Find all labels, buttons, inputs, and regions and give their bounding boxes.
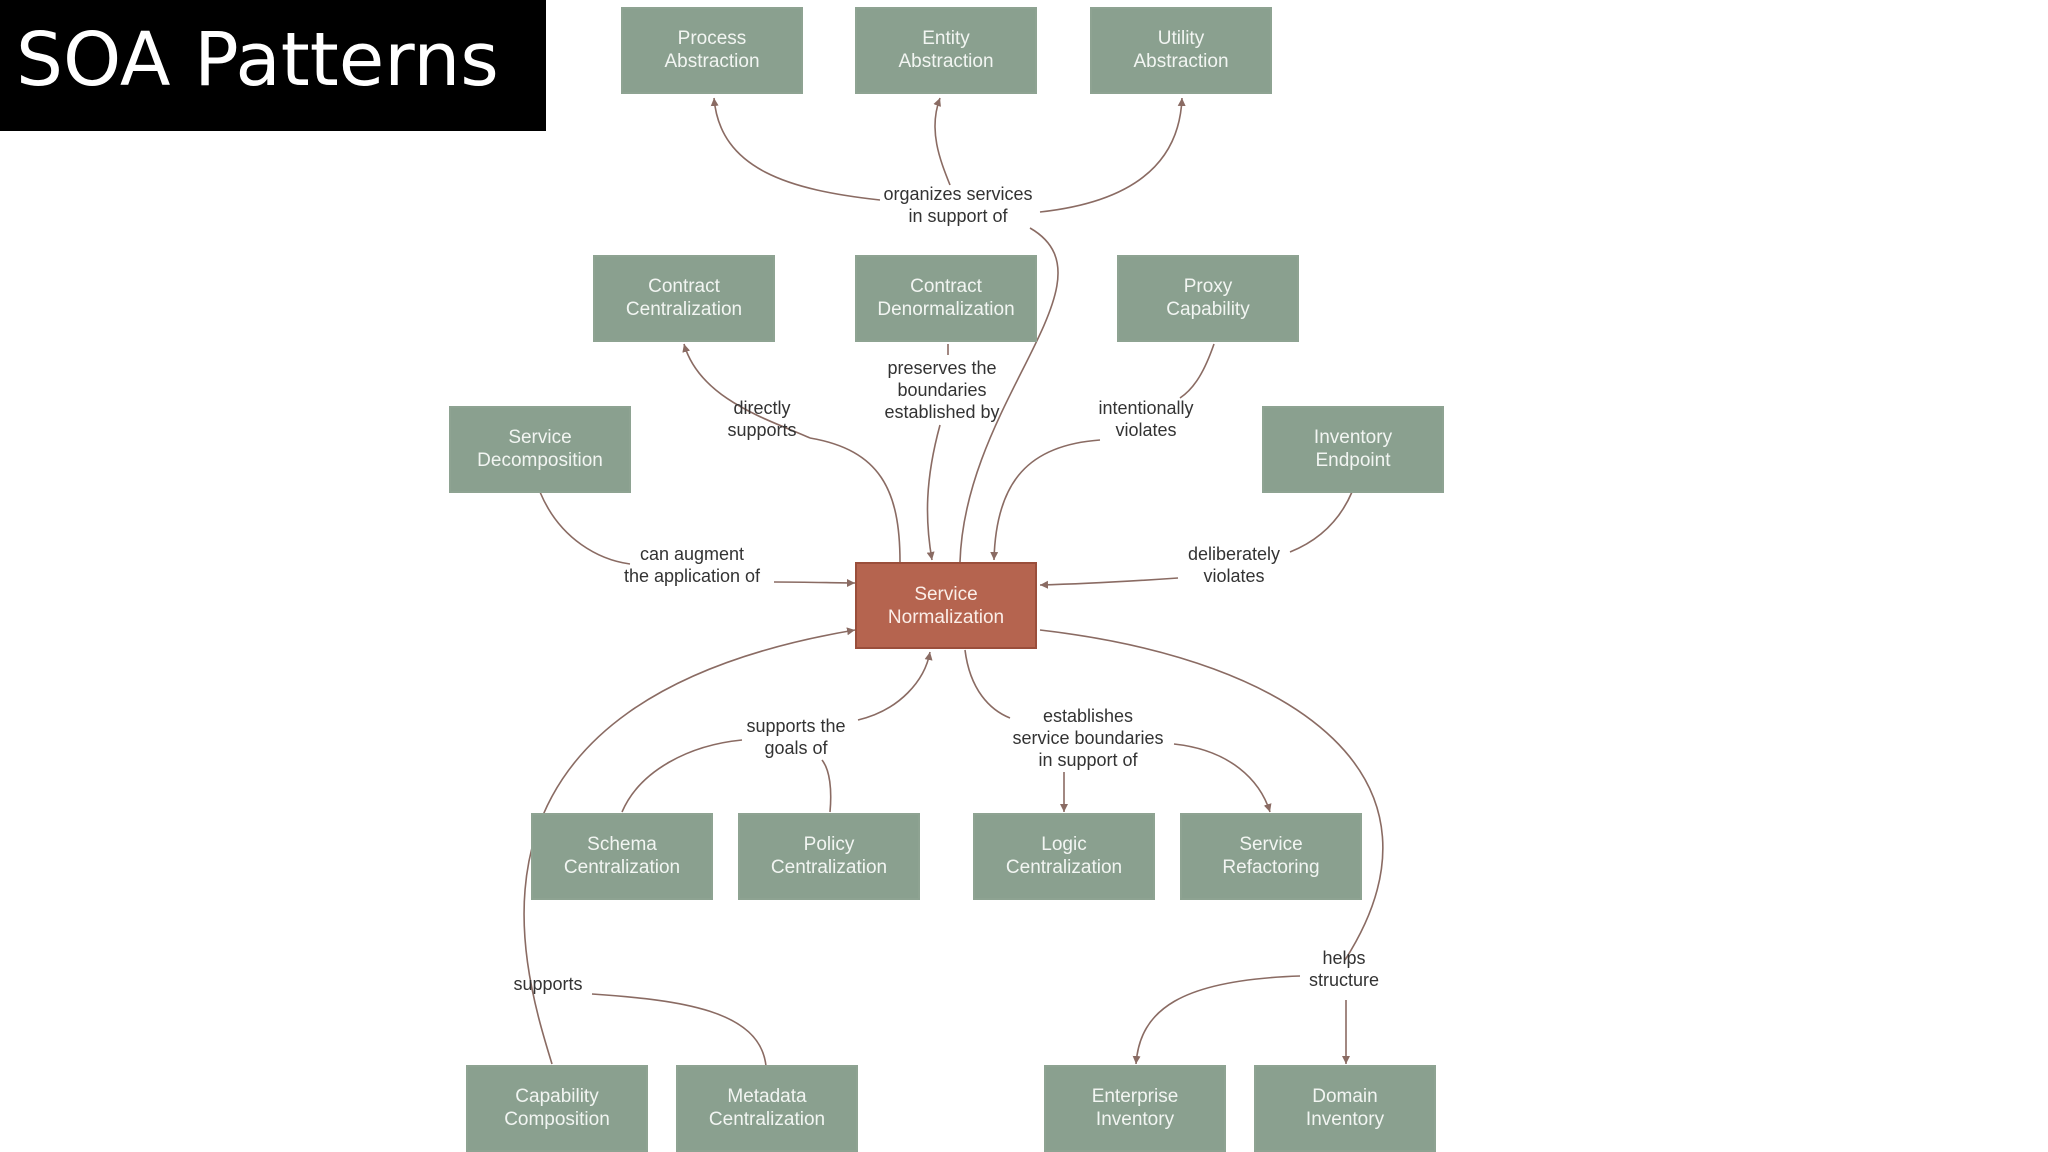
edge-helps-to-enterprise <box>1132 975 1301 1065</box>
edge-violates-to-normalization <box>990 439 1101 561</box>
edge-normalization-to-directly <box>809 437 901 563</box>
edge-organizes-process <box>710 97 881 201</box>
edge-deliberately-to-normalization <box>1039 577 1179 589</box>
edge-normalization-to-helps <box>1039 629 1384 961</box>
edge-endpoint-to-deliberately <box>1289 491 1353 553</box>
edge-preserves-to-normalization <box>926 424 941 561</box>
edge-organizes-entity <box>933 97 951 186</box>
slide-title-bar: SOA Patterns <box>0 0 546 131</box>
label-supports: supports <box>513 974 582 994</box>
edge-proxy-to-violates <box>1179 343 1215 399</box>
edge-directly-supports <box>682 343 811 439</box>
edge-establishes-to-refactoring <box>1173 743 1272 813</box>
edge-policy-to-goals <box>821 759 832 813</box>
slide-title: SOA Patterns <box>16 17 499 103</box>
edge-augment-to-normalization <box>773 578 856 587</box>
edge-goals-to-normalization <box>857 651 933 721</box>
edge-schema-to-goals <box>621 739 743 813</box>
edge-normalization-to-organizes <box>959 227 1059 563</box>
edge-organizes-utility <box>1039 97 1186 213</box>
edge-normalization-to-establishes <box>964 649 1011 719</box>
edge-supports-to-metadata <box>591 993 767 1067</box>
edge-decomposition-to-augment <box>539 491 631 565</box>
